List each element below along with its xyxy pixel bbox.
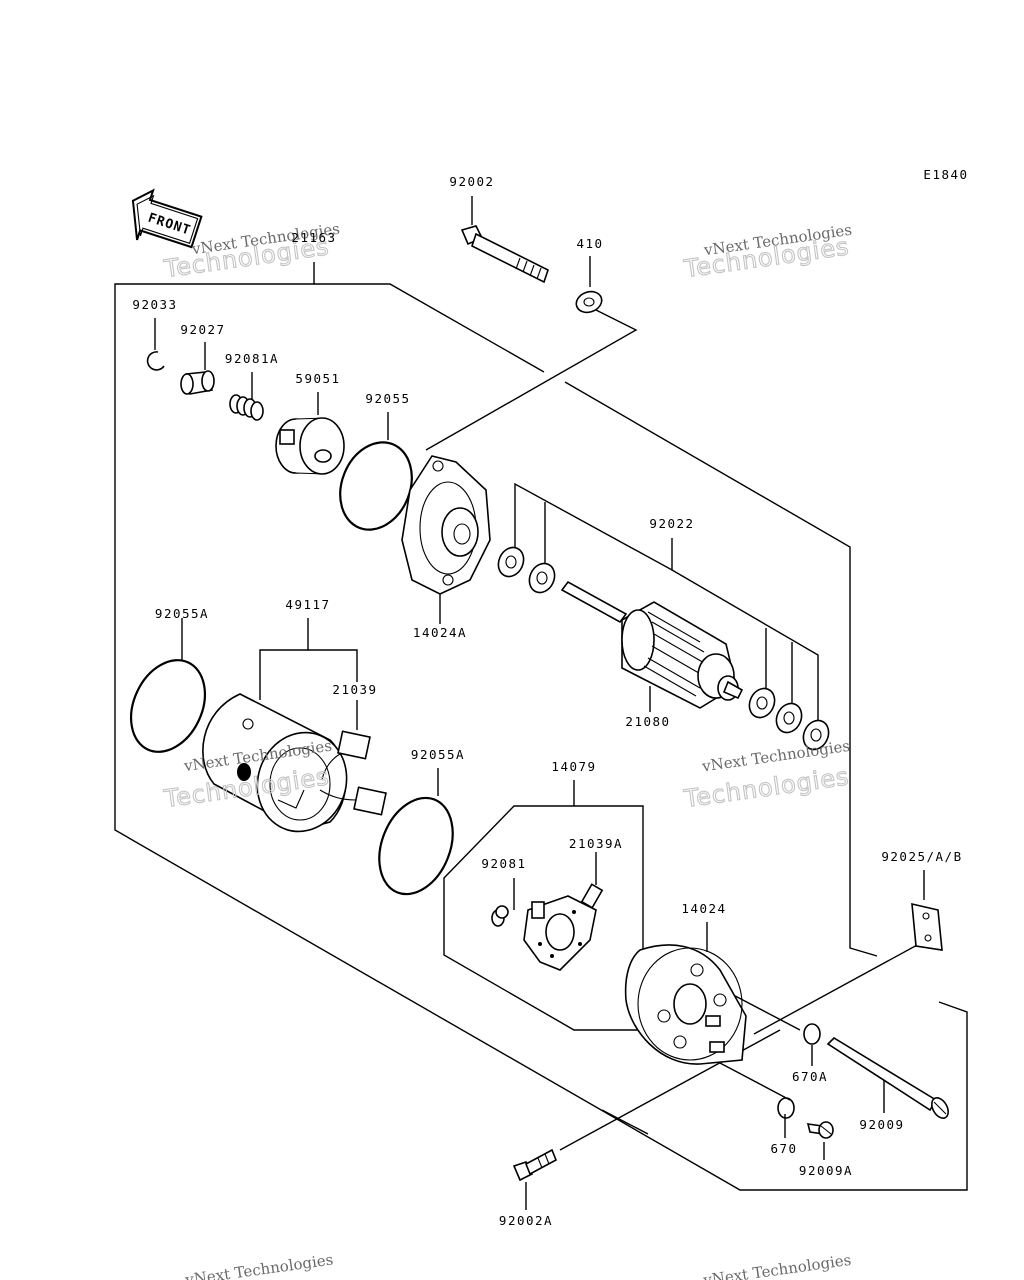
label-21039A: 21039A	[569, 836, 623, 851]
part-92025-plate-icon	[911, 902, 943, 951]
label-21080: 21080	[625, 714, 670, 729]
watermark-text: vNext Technologies	[701, 1251, 852, 1280]
part-670-oring-icon	[777, 1097, 795, 1119]
label-92027: 92027	[180, 322, 225, 337]
label-21163: 21163	[291, 230, 336, 245]
part-92002A-bolt-icon	[512, 1148, 558, 1182]
part-92027-collar-icon	[180, 370, 215, 395]
label-92009: 92009	[859, 1117, 904, 1132]
part-92009-long-bolt-icon	[826, 1036, 949, 1119]
part-92055-oring-icon	[339, 441, 413, 531]
part-92009A-screw-icon	[806, 1121, 834, 1139]
label-59051: 59051	[295, 371, 340, 386]
part-92033-circlip-icon	[146, 351, 165, 371]
label-670: 670	[770, 1141, 797, 1156]
diagram-code: E1840	[923, 167, 968, 182]
label-92081: 92081	[481, 856, 526, 871]
label-92033: 92033	[132, 297, 177, 312]
part-92002-bolt-icon	[460, 225, 549, 284]
watermark-text: vNext Technologies	[183, 1250, 334, 1280]
front-arrow-icon: FRONT	[131, 188, 203, 249]
label-410: 410	[576, 236, 603, 251]
part-92055A-oring-left-icon	[130, 659, 206, 753]
label-14024A: 14024A	[413, 625, 467, 640]
label-92055A-center: 92055A	[411, 747, 465, 762]
label-92009A: 92009A	[799, 1163, 853, 1178]
part-21080-armature-icon	[560, 580, 744, 709]
label-14079: 14079	[551, 759, 596, 774]
part-14024-rear-cover-icon	[624, 944, 747, 1065]
label-92025: 92025/A/B	[881, 849, 962, 864]
part-410-washer-icon	[575, 290, 603, 314]
part-670A-oring-icon	[803, 1023, 821, 1045]
label-92055: 92055	[365, 391, 410, 406]
part-92055A-oring-center-icon	[378, 796, 454, 896]
part-14079-brush-holder-icon	[523, 883, 604, 971]
label-14024: 14024	[681, 901, 726, 916]
label-92002A: 92002A	[499, 1213, 553, 1228]
leader-lines	[154, 196, 931, 1210]
label-92081A: 92081A	[225, 351, 279, 366]
label-49117: 49117	[285, 597, 330, 612]
part-92022-washers-icon	[497, 546, 830, 751]
watermarks: Technologies vNext Technologies Technolo…	[161, 220, 853, 1280]
part-92081-spring-icon	[491, 905, 509, 927]
label-92022: 92022	[649, 516, 694, 531]
assembly-outline	[114, 262, 968, 1191]
part-92081A-spring-icon	[229, 394, 264, 421]
part-49117-yoke-icon	[202, 693, 387, 833]
label-92055A-left: 92055A	[155, 606, 209, 621]
label-92002: 92002	[449, 174, 494, 189]
label-21039: 21039	[332, 682, 377, 697]
part-59051-pinion-icon	[275, 417, 345, 475]
part-labels: E1840 92002 410 21163 92033 92027 92081A…	[132, 167, 968, 1228]
part-14024A-front-cover-icon	[401, 455, 491, 595]
label-670A: 670A	[792, 1069, 828, 1084]
